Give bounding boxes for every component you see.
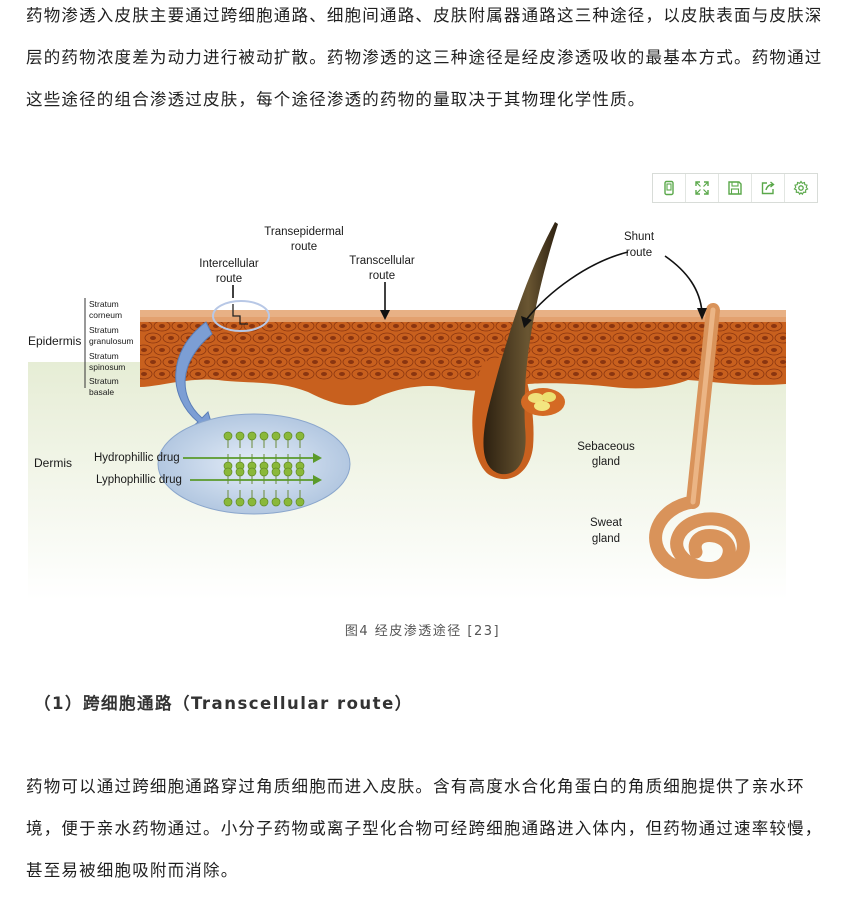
label-transcellular: Transcellular: [349, 255, 415, 267]
label-stratum-basale-2: basale: [89, 387, 114, 397]
skin-diagram: Transepidermal route Intercellular route…: [28, 222, 786, 600]
hair-shaft: [483, 222, 558, 475]
label-lipophilic-drug: Lyphophillic drug: [96, 474, 182, 486]
label-dermis: Dermis: [34, 456, 72, 470]
epidermis-cells: [140, 320, 786, 380]
label-intercellular: Intercellular: [199, 258, 259, 270]
intro-paragraph: 药物渗透入皮肤主要通过跨细胞通路、细胞间通路、皮肤附属器通路这三种途径，以皮肤表…: [26, 6, 823, 109]
label-sebaceous: Sebaceous: [577, 441, 635, 453]
label-transepidermal-route: route: [291, 241, 317, 253]
label-hydrophilic-drug: Hydrophillic drug: [94, 452, 180, 464]
label-stratum-granulosum-2: granulosum: [89, 336, 133, 346]
image-toolbar: [652, 173, 818, 203]
phone-view-button[interactable]: [653, 174, 686, 202]
drug-arrows: [183, 453, 322, 485]
label-transcellular-route: route: [369, 270, 395, 282]
label-sweat-gland: gland: [592, 533, 620, 545]
sweat-gland: [649, 303, 750, 579]
label-stratum-granulosum-1: Stratum: [89, 325, 119, 335]
label-intercellular-route: route: [216, 273, 242, 285]
fullscreen-button[interactable]: [686, 174, 719, 202]
intercellular-path-line: [232, 304, 248, 325]
label-sebaceous-gland: gland: [592, 456, 620, 468]
expand-icon: [695, 181, 709, 195]
gear-icon: [793, 180, 809, 196]
section-heading: （1）跨细胞通路（Transcellular route）: [34, 694, 413, 713]
label-stratum-spinosum-2: spinosum: [89, 362, 125, 372]
label-epidermis: Epidermis: [28, 334, 81, 348]
sebaceous-gland: [521, 388, 565, 416]
phone-icon: [664, 180, 674, 196]
share-icon: [761, 181, 775, 195]
figure-caption: 图4 经皮渗透途径 [23]: [344, 624, 501, 639]
save-icon: [728, 181, 742, 195]
label-stratum-spinosum-1: Stratum: [89, 351, 119, 361]
label-shunt-route: route: [626, 247, 652, 259]
route-arrows: [232, 251, 707, 328]
share-button[interactable]: [752, 174, 785, 202]
settings-button[interactable]: [785, 174, 817, 202]
label-shunt: Shunt: [624, 231, 655, 243]
body-paragraph: 药物可以通过跨细胞通路穿过角质细胞而进入皮肤。含有高度水合化角蛋白的角质细胞提供…: [26, 777, 823, 880]
intercellular-focus-ring: [212, 300, 270, 332]
label-stratum-basale-1: Stratum: [89, 376, 119, 386]
save-button[interactable]: [719, 174, 752, 202]
stratum-corneum-strip: [140, 310, 786, 322]
label-stratum-corneum-2: corneum: [89, 310, 122, 320]
label-transepidermal: Transepidermal: [264, 226, 343, 238]
lipid-molecules: [223, 431, 305, 507]
label-sweat: Sweat: [590, 517, 623, 529]
label-stratum-corneum-1: Stratum: [89, 299, 119, 309]
